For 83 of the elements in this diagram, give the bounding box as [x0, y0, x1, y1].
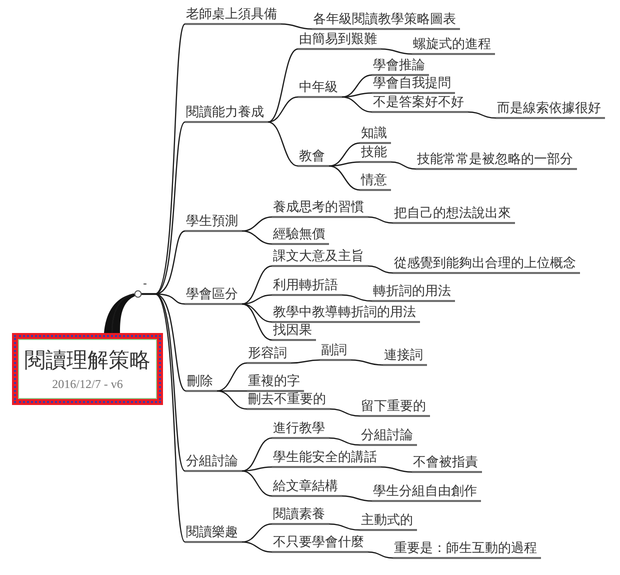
topic-label: 而是線索依據很好 — [496, 101, 605, 119]
topic-label: 分組討論 — [360, 428, 417, 446]
branch-line — [468, 111, 496, 119]
branch-line — [268, 48, 298, 123]
branch-line — [290, 359, 320, 364]
topic-label: 重要是：師生互動的過程 — [393, 541, 541, 559]
branch-line — [330, 408, 360, 417]
branch-line — [328, 165, 360, 191]
topic-label: 重複的字 — [247, 374, 304, 392]
branch-line — [242, 303, 272, 323]
topic-label: 形容詞 — [247, 346, 291, 364]
branch-line — [342, 96, 372, 113]
topic-label: 課文大意及主旨 — [272, 249, 368, 267]
topic-label: 主動式的 — [360, 513, 417, 531]
topic-label: 知識 — [360, 126, 391, 144]
topic-label: 學會自我提問 — [372, 76, 455, 94]
branch-line — [368, 265, 394, 274]
topic-label: 不是答案好不好 — [372, 95, 468, 113]
branch-line — [216, 362, 248, 392]
branch-line — [268, 96, 298, 123]
topic-label: 學生分組自由創作 — [372, 484, 481, 502]
topic-label: 從感覺到能夠出合理的上位概念 — [393, 256, 580, 274]
topic-label: 老師桌上須具備 — [185, 7, 281, 25]
topic-label: 各年級閱讀教學策略圖表 — [312, 12, 460, 30]
branch-line — [368, 216, 394, 224]
topic-label: 學生能安全的講話 — [272, 450, 381, 468]
topic-label: 學會區分 — [185, 287, 242, 305]
topic-label: 利用轉折語 — [272, 278, 342, 296]
topic-label: 連接詞 — [383, 348, 427, 366]
version-date: 2016/12/7 - v6 — [52, 377, 123, 391]
branch-line — [368, 551, 394, 559]
topic-label: 不會被指責 — [412, 455, 482, 473]
topic-label: 閱讀能力養成 — [185, 105, 268, 123]
topic-label: 閱讀素養 — [272, 507, 329, 525]
topic-label: 技能常常是被忽略的一部分 — [416, 152, 577, 170]
topic-label: 螺旋式的進程 — [412, 37, 495, 55]
branch-line — [242, 437, 272, 472]
topic-label: 教會 — [298, 149, 329, 167]
topic-label: 分組討論 — [185, 454, 242, 472]
topic-label: 養成思考的習慣 — [272, 200, 368, 218]
branch-line — [328, 523, 360, 531]
branch-line — [242, 230, 272, 245]
topic-label: 刪除 — [186, 374, 217, 392]
branch-line — [242, 216, 272, 232]
topic-label: 副詞 — [320, 343, 351, 361]
topic-label: 找因果 — [272, 323, 316, 341]
branch-line — [242, 541, 272, 553]
topic-label: 把自己的想法說出來 — [393, 206, 515, 224]
branch-line — [328, 437, 360, 446]
branch-line — [342, 495, 372, 502]
branch-line — [242, 466, 272, 472]
topic-title: 閱讀理解策略 — [24, 348, 150, 372]
topic-label: 進行教學 — [272, 421, 329, 439]
branch-line — [268, 121, 298, 167]
topic-label: 學生預測 — [185, 214, 242, 232]
topic-label: 刪去不重要的 — [247, 392, 330, 410]
topic-label: 由簡易到艱難 — [298, 32, 381, 50]
topic-label: 留下重要的 — [360, 399, 430, 417]
branch-line — [242, 523, 272, 543]
topic-label: 經驗無價 — [272, 227, 329, 245]
branch-line — [242, 265, 272, 305]
topic-label: 給文章結構 — [272, 479, 342, 497]
topic-label: 情意 — [360, 173, 391, 191]
branch-line — [242, 303, 272, 341]
branch-line — [342, 294, 372, 302]
branch-line — [242, 470, 272, 497]
topic-label: 閱讀樂趣 — [185, 525, 242, 543]
branch-line — [280, 23, 312, 30]
topic-label: 教學中教導轉折詞的用法 — [272, 305, 420, 323]
branch-line — [342, 74, 372, 98]
collapse-sign: - — [143, 278, 147, 289]
topic-label: 技能 — [360, 145, 391, 163]
branch-line — [350, 359, 384, 366]
topic-label: 學會推論 — [372, 58, 429, 76]
branch-line — [216, 390, 248, 410]
central-topic-box — [12, 333, 163, 405]
branch-line — [380, 466, 412, 473]
branch-line — [390, 161, 416, 170]
topic-label: 不只要學會什麼 — [272, 535, 368, 553]
topic-label: 中年級 — [298, 80, 342, 98]
branch-line — [380, 48, 412, 55]
topic-label: 轉折詞的用法 — [372, 284, 455, 302]
branch-line — [328, 142, 360, 167]
